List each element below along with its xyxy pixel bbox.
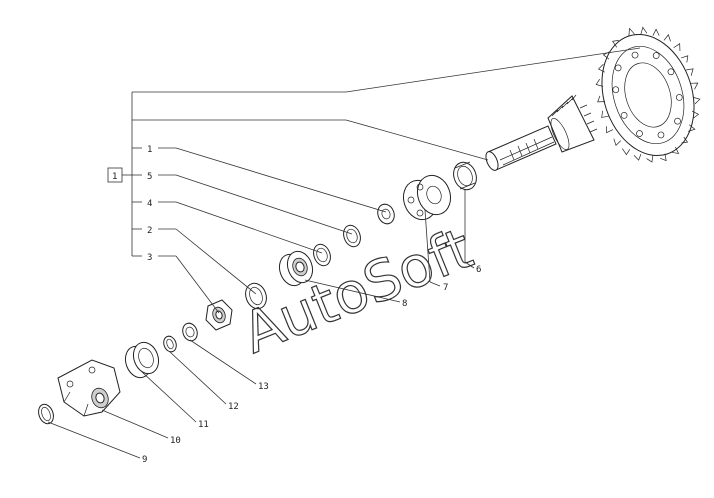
callout-2: 2	[147, 226, 152, 236]
bearing-8	[278, 250, 314, 287]
nut-3	[205, 299, 233, 331]
bearing-7	[402, 174, 452, 221]
ring-2	[245, 282, 267, 310]
callout-4: 4	[147, 199, 152, 209]
callout-11: 11	[198, 420, 209, 430]
shim-rings-4-5	[313, 203, 395, 267]
callout-group: 1	[112, 172, 117, 182]
callout-6: 6	[476, 265, 481, 275]
callout-13: 13	[258, 382, 269, 392]
pinion-shaft	[485, 94, 598, 171]
leader-lines	[47, 147, 475, 459]
leader-bracket	[107, 47, 641, 257]
callout-5: 5	[147, 172, 152, 182]
callout-3: 3	[147, 253, 152, 263]
callout-12: 12	[228, 402, 239, 412]
circlip-12	[163, 335, 177, 353]
callout-10: 10	[170, 436, 181, 446]
ring-gear	[595, 26, 701, 163]
o-ring-9	[38, 403, 54, 425]
spacer-ring-6	[453, 161, 477, 191]
seal-11	[124, 341, 160, 379]
callout-8: 8	[402, 299, 407, 309]
callout-9: 9	[142, 455, 147, 465]
callout-1: 1	[147, 145, 152, 155]
flange-10	[57, 359, 121, 417]
washer-13	[182, 322, 198, 342]
callout-7: 7	[443, 283, 448, 293]
